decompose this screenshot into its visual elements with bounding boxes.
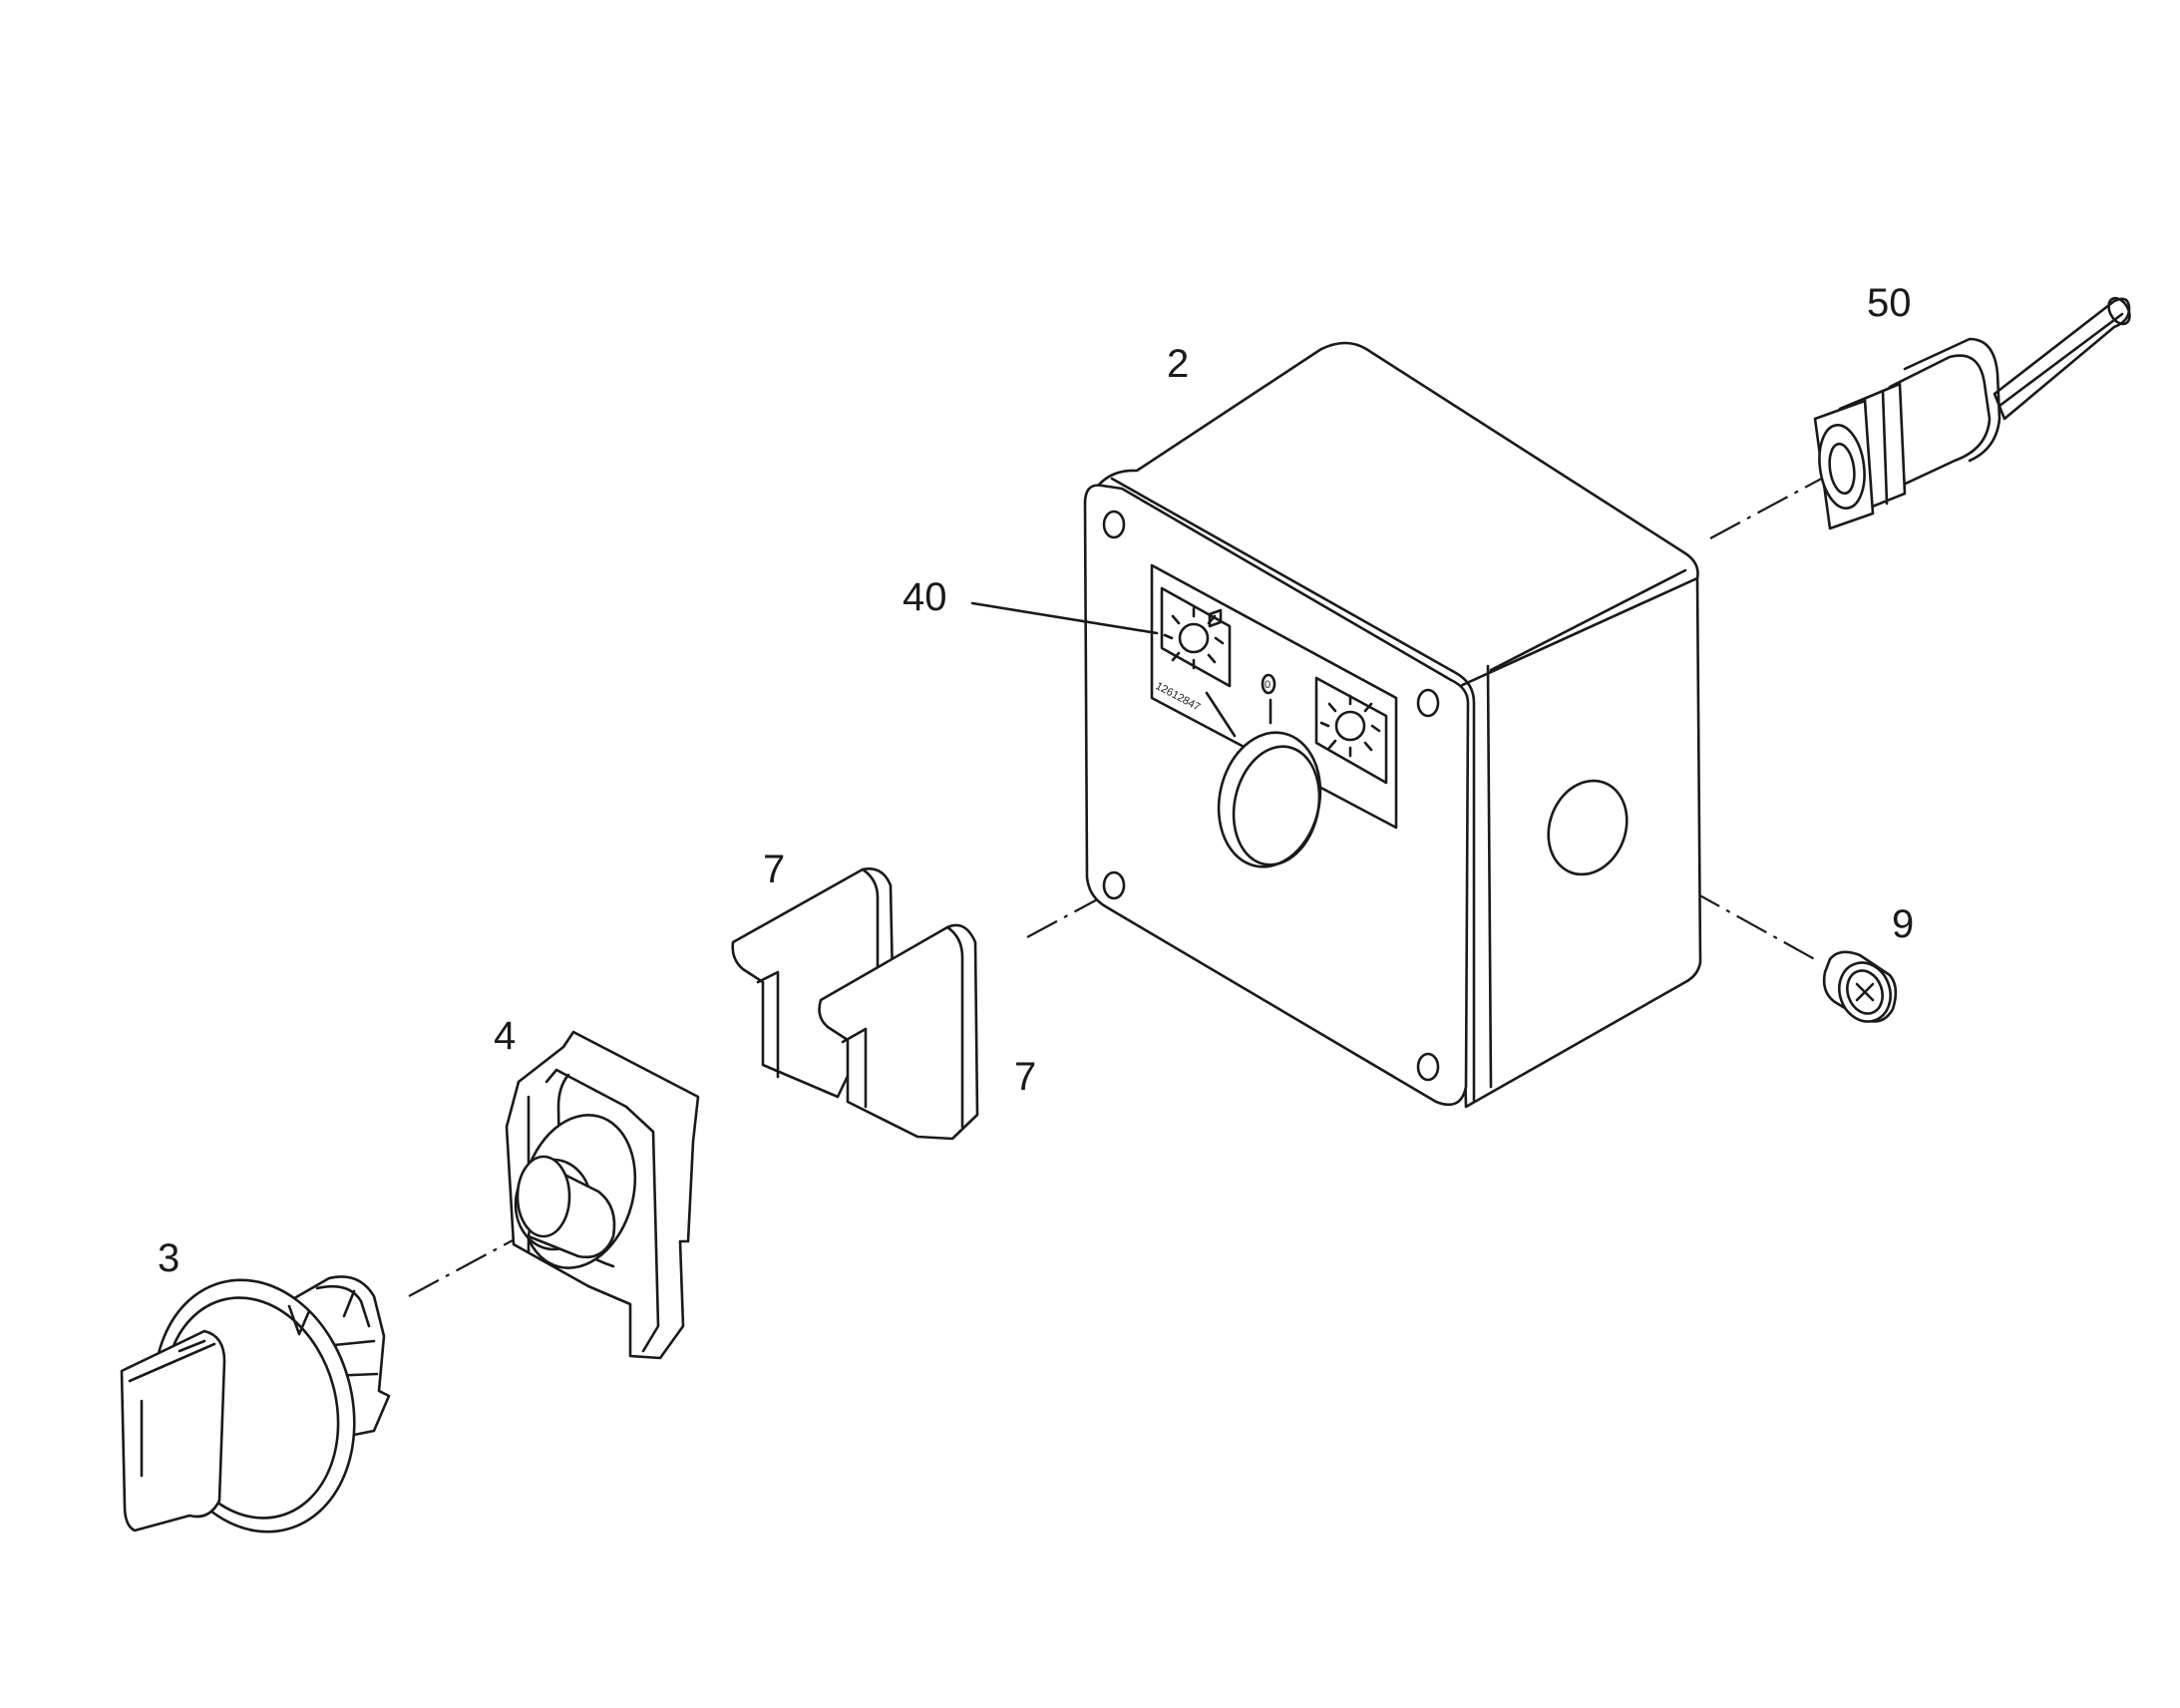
light-off-icon [1319,694,1381,758]
part-label-7b: 7 [1014,1055,1036,1099]
part-label-7a: 7 [763,848,785,891]
mounting-hole-icon [1416,688,1440,718]
part-label-50: 50 [1867,281,1912,325]
decal-center-text: 0 [1265,679,1271,691]
part-label-2: 2 [1167,342,1189,386]
light-on-icon [1163,606,1225,670]
part-label-4: 4 [494,1014,516,1058]
selector-switch-knob: 3 [120,1236,391,1534]
contact-insert-front: 7 [818,923,1036,1141]
arrow-icon [287,1304,311,1336]
part-label-3: 3 [158,1236,180,1280]
mounting-hole-icon [1102,870,1126,900]
part-label-40: 40 [903,575,947,619]
mounting-hole-icon [1102,510,1126,539]
selector-decal: 12612847 0 40 [903,563,1398,868]
wrench-icon [1855,982,1875,1002]
blanking-plug: 9 [1822,902,1914,1023]
part-label-9: 9 [1892,902,1914,946]
mounting-bracket: 4 [494,1014,700,1360]
cable-gland: 50 [1813,281,2131,530]
side-hole [1547,779,1629,876]
leader-line-40 [970,601,1159,635]
decal-center-mark [1261,673,1276,695]
mounting-hole-icon [1416,1052,1440,1082]
axis-box-gland [1709,468,1841,539]
